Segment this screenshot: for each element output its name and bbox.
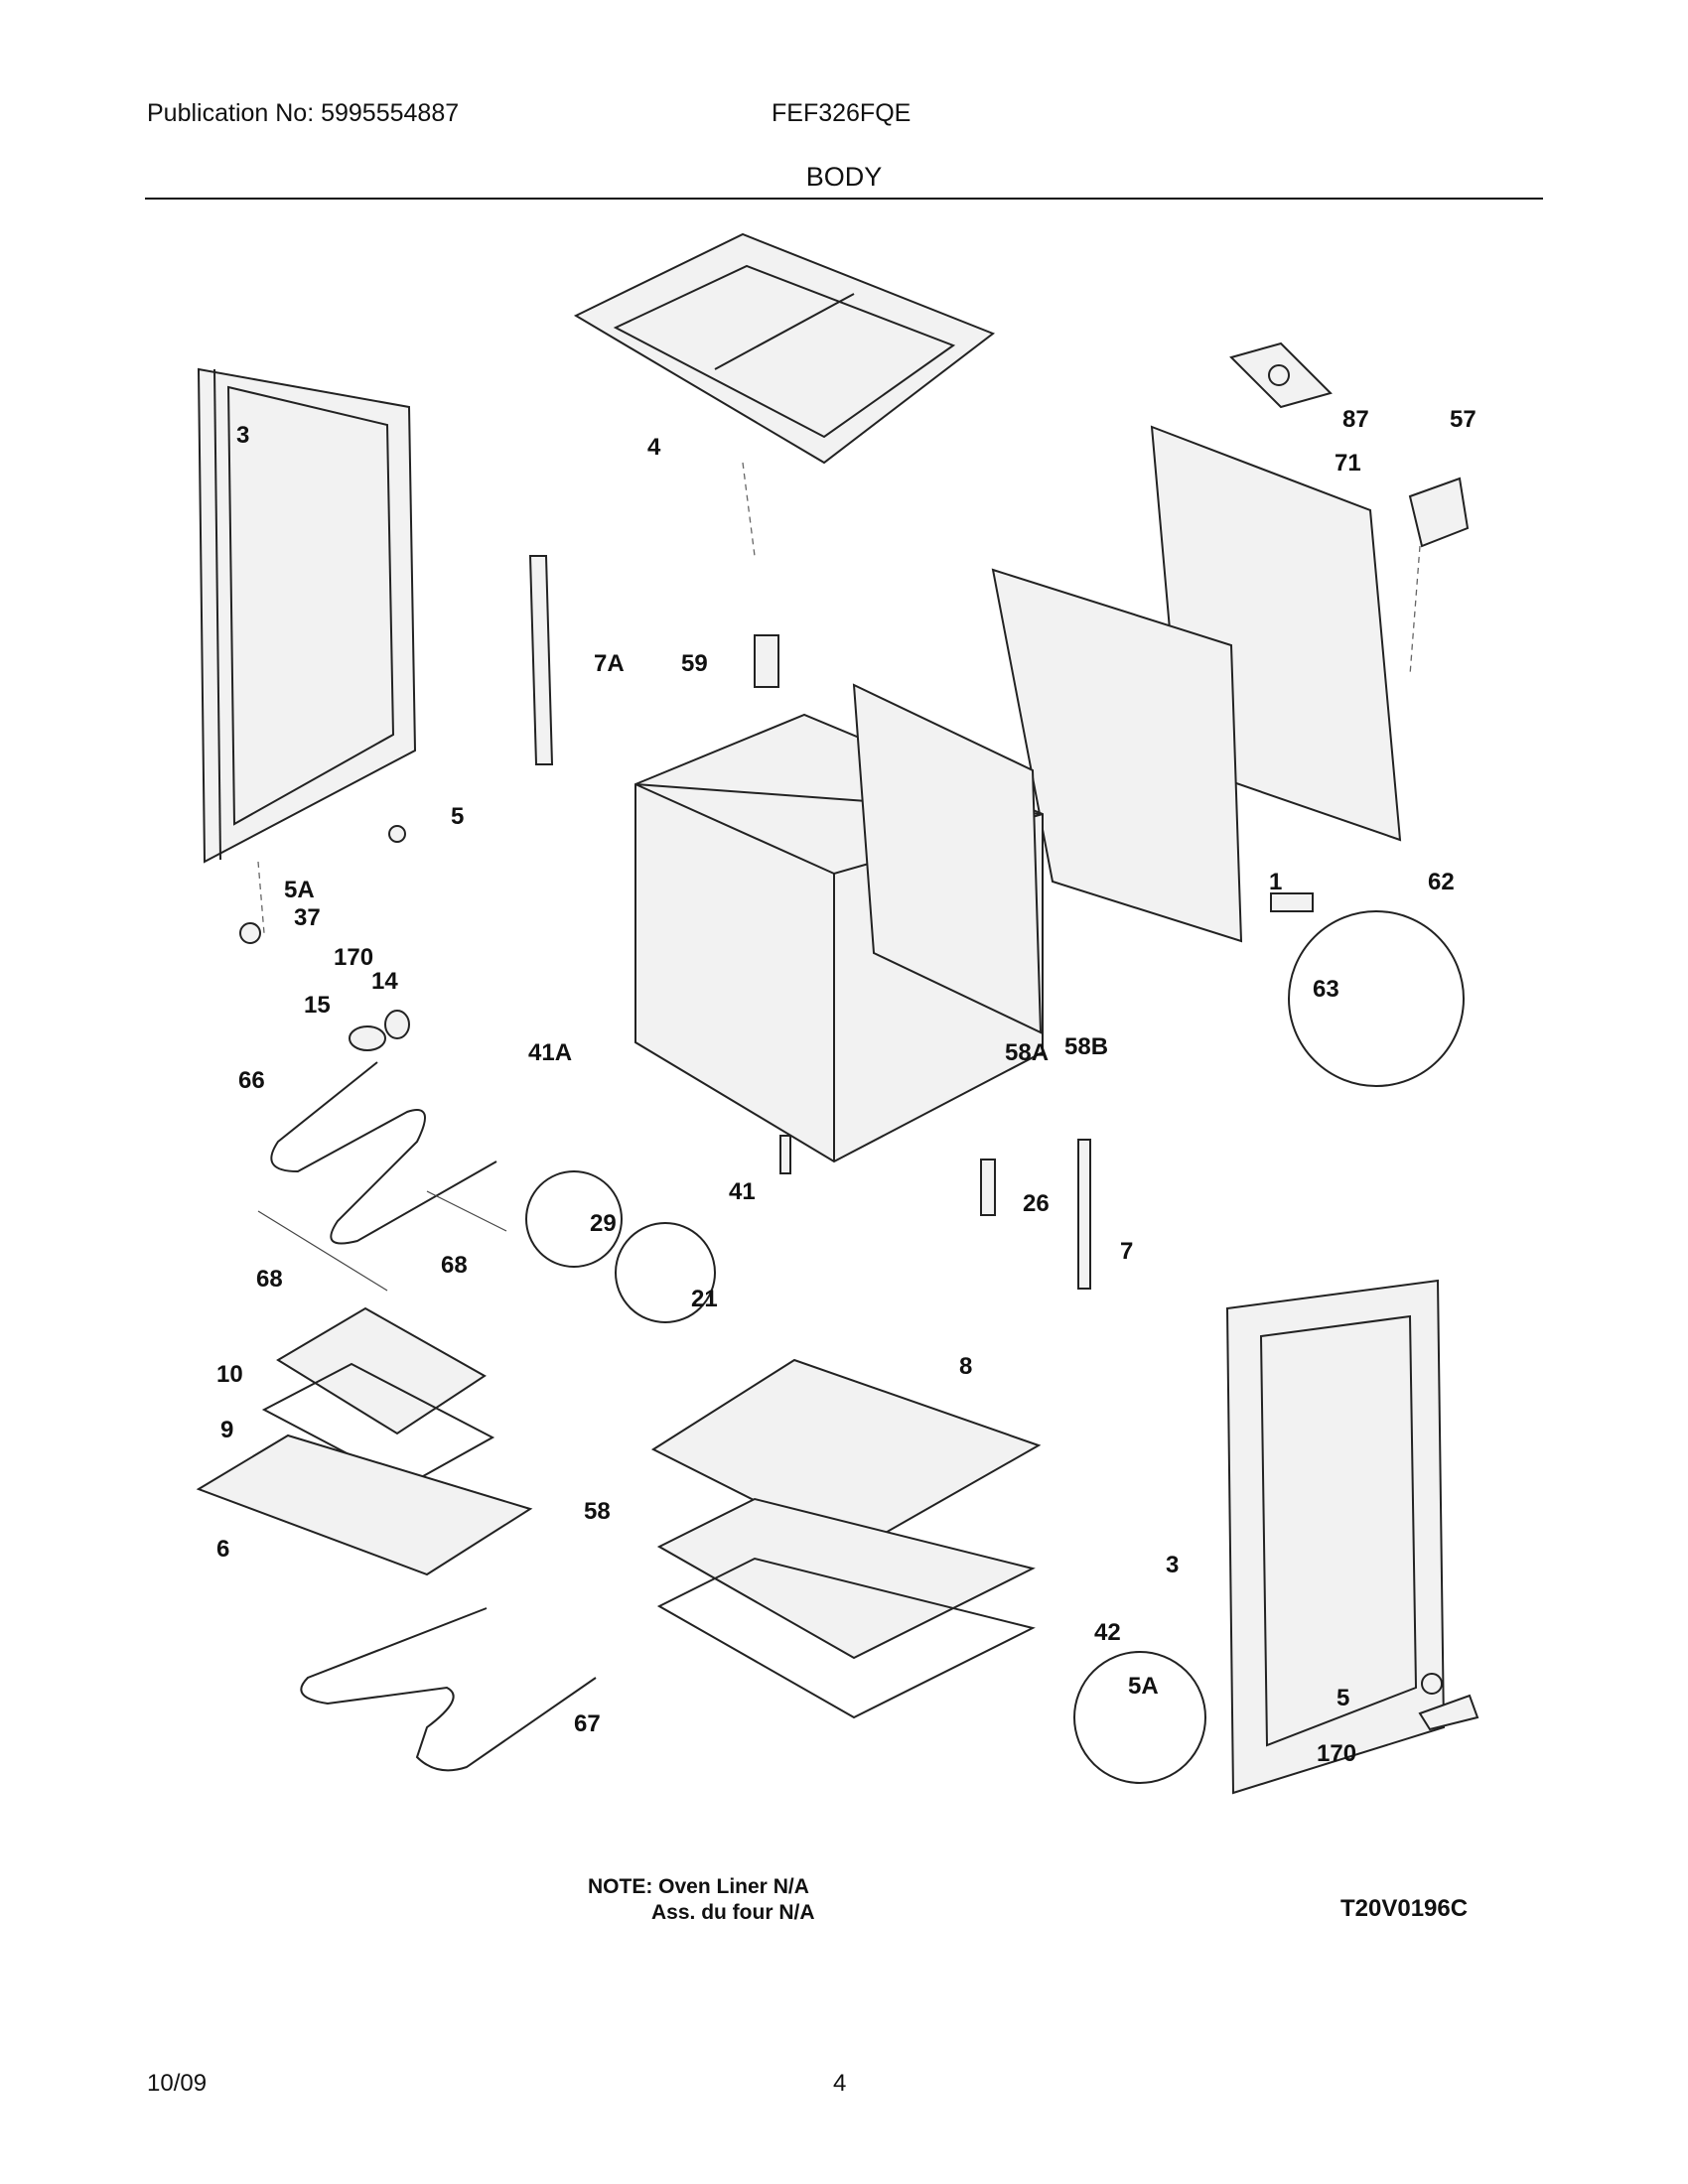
detail-circle-5a [1073,1651,1206,1784]
label-57: 57 [1450,406,1477,433]
side-panel-right-part [1225,1279,1446,1795]
post-part [754,634,779,688]
label-58b: 58B [1064,1033,1108,1060]
label-170-top: 170 [334,944,373,971]
label-21: 21 [691,1286,718,1312]
label-9: 9 [220,1417,233,1443]
detail-circle-29 [525,1170,623,1268]
label-68-right: 68 [441,1252,468,1279]
bake-element-part [300,1607,597,1772]
label-41: 41 [729,1178,756,1205]
label-42: 42 [1094,1619,1121,1646]
label-63: 63 [1313,976,1339,1003]
label-5-top: 5 [451,803,464,830]
gasket-part [1229,341,1333,409]
note-line-1: NOTE: Oven Liner N/A [588,1875,809,1898]
small-hardware-parts [239,825,1479,1731]
label-37: 37 [294,904,321,931]
label-58: 58 [584,1498,611,1525]
label-62: 62 [1428,869,1455,895]
label-5a-top: 5A [284,877,315,903]
bottom-panel-part [650,1358,1042,1719]
back-panel-part [991,425,1402,943]
label-71: 71 [1335,450,1361,477]
label-87: 87 [1342,406,1369,433]
publication-number: Publication No: 5995554887 [147,99,460,127]
label-3a: 3 [236,422,249,449]
header-divider [145,198,1543,200]
label-26: 26 [1023,1190,1050,1217]
label-7: 7 [1120,1238,1133,1265]
label-67: 67 [574,1710,601,1737]
label-29: 29 [590,1210,617,1237]
label-5-bottom: 5 [1336,1685,1349,1711]
label-8: 8 [959,1353,972,1380]
note-line-2: Ass. du four N/A [651,1901,815,1924]
detail-circle-62 [1288,910,1465,1087]
label-10: 10 [216,1361,243,1388]
label-14: 14 [371,968,398,995]
label-15: 15 [304,992,331,1019]
label-7a: 7A [594,650,625,677]
hinge-bracket-part [528,555,554,765]
broil-element-part [257,1061,507,1292]
label-4: 4 [647,434,661,461]
oven-body-part [634,683,1044,1163]
label-41a: 41A [528,1039,572,1066]
label-59: 59 [681,650,708,677]
label-170-bottom: 170 [1317,1740,1356,1767]
label-1: 1 [1269,869,1282,895]
label-6: 6 [216,1536,229,1563]
model-number: FEF326FQE [772,99,912,127]
label-5a-bottom: 5A [1128,1673,1159,1700]
top-panel-part [573,232,996,557]
broil-pan-part [196,1306,533,1576]
page-number: 4 [833,2070,847,2097]
side-panel-left-part [197,367,417,934]
section-title: BODY [805,162,883,192]
detail-circle-21 [615,1222,716,1323]
footer-date: 10/09 [147,2070,208,2097]
vent-cover-part [1408,477,1470,676]
label-3b: 3 [1166,1552,1179,1578]
label-66: 66 [238,1067,265,1094]
diagram-code: T20V0196C [1340,1895,1469,1922]
label-68-left: 68 [256,1266,283,1293]
label-58a: 58A [1005,1039,1049,1066]
